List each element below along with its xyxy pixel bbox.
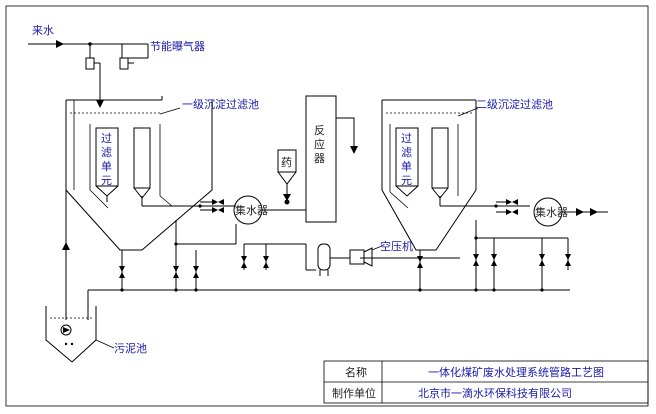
stage1-inlet	[96, 83, 104, 108]
drawing-frame	[5, 5, 649, 407]
final-discharge	[562, 208, 608, 216]
valve-m5[interactable]	[263, 256, 269, 268]
stage2-label: 二级沉淀过滤池	[476, 97, 553, 111]
reactor-to-stage2	[336, 117, 358, 154]
aerator-left	[85, 44, 101, 83]
valve-s1-lower[interactable]	[212, 207, 224, 213]
svg-text:反: 反	[314, 124, 325, 137]
stage1-leader	[159, 107, 181, 115]
title-org-value: 北京市一滴水环保科技有限公司	[418, 386, 572, 400]
stage1-outlet	[141, 196, 236, 211]
dosing-label: 药	[281, 156, 292, 169]
stage2-filter-label: 过 滤 单 元	[401, 132, 412, 187]
svg-text:单: 单	[401, 160, 412, 173]
aerator-label: 节能曝气器	[150, 39, 205, 53]
stage2-tank	[381, 99, 477, 251]
svg-text:过: 过	[101, 132, 112, 145]
sludge-tank	[45, 306, 97, 363]
title-name-label: 名称	[345, 365, 367, 379]
svg-text:应: 应	[314, 137, 325, 151]
valve-s2-upper[interactable]	[506, 199, 518, 205]
stage1-label: 一级沉淀过滤池	[182, 97, 259, 111]
reactor-label: 反 应 器	[314, 124, 325, 165]
stage1-tank	[65, 96, 213, 251]
svg-text:滤: 滤	[101, 146, 112, 159]
sludge-leader	[95, 339, 115, 349]
valve-m10[interactable]	[565, 254, 571, 266]
valve-m1[interactable]	[119, 266, 125, 278]
svg-text:滤: 滤	[401, 146, 412, 159]
svg-text:过: 过	[401, 132, 412, 145]
aerator-right	[119, 44, 149, 70]
dosing-tank	[277, 149, 297, 173]
collector-2-label: 集水器	[535, 205, 568, 219]
air-compressor	[317, 243, 373, 276]
valve-m7[interactable]	[473, 254, 479, 266]
sludge-tank-label: 污泥池	[114, 342, 147, 355]
inflow-label: 来水	[32, 24, 54, 37]
valve-m9[interactable]	[539, 254, 545, 266]
valve-m4[interactable]	[241, 256, 247, 268]
svg-text:单: 单	[101, 160, 112, 173]
air-compressor-label: 空压机	[380, 239, 413, 253]
inflow-pipe	[28, 40, 148, 48]
valve-m6[interactable]	[417, 256, 423, 268]
valve-s2-lower[interactable]	[506, 209, 518, 215]
valve-m3[interactable]	[193, 266, 199, 278]
stage2-outlet	[439, 196, 530, 213]
reactor-vessel	[305, 95, 337, 223]
svg-text:器: 器	[314, 152, 325, 165]
collector-1-label: 集水器	[235, 203, 268, 217]
title-org-label: 制作单位	[332, 386, 376, 400]
valve-m8[interactable]	[491, 254, 497, 266]
svg-text:元: 元	[101, 174, 112, 187]
svg-text:元: 元	[401, 174, 412, 187]
stage1-filter-label: 过 滤 单 元	[101, 132, 112, 187]
stage2-leader	[457, 107, 479, 117]
title-name-value: 一体化煤矿废水处理系统管路工艺图	[428, 365, 604, 379]
title-block	[323, 360, 649, 404]
valve-s1-upper[interactable]	[212, 199, 224, 205]
compressor-leader	[371, 245, 383, 251]
valve-m2[interactable]	[173, 266, 179, 278]
sludge-manifold	[62, 190, 570, 320]
